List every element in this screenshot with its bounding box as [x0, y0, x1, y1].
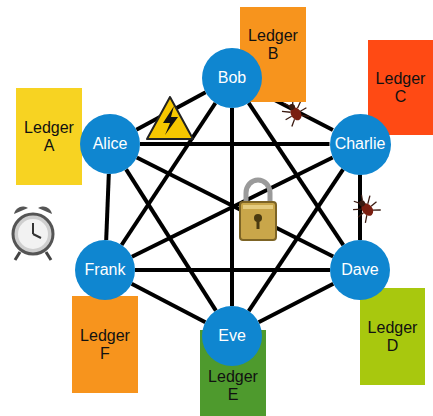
- participant-circle: Charlie: [330, 114, 391, 175]
- network-link: [132, 158, 333, 257]
- participant-name: Dave: [341, 261, 378, 279]
- bug-icon: [348, 190, 382, 224]
- ledger-box: Ledger F: [72, 296, 138, 393]
- ledger-box: Ledger D: [360, 288, 425, 385]
- network-link: [135, 268, 330, 272]
- participant-name: Eve: [218, 327, 246, 345]
- participant-name: Frank: [85, 261, 126, 279]
- network-link: [106, 174, 109, 240]
- ledger-label: Ledger F: [77, 327, 133, 363]
- participant-circle: Frank: [75, 240, 135, 300]
- ledger-box: Ledger A: [16, 88, 82, 185]
- participant-circle: Bob: [202, 48, 262, 108]
- network-link: [140, 142, 330, 146]
- network-link: [126, 169, 216, 310]
- ledger-label: Ledger C: [373, 70, 429, 106]
- ledger-label: Ledger E: [205, 368, 261, 404]
- ledger-label: Ledger D: [365, 319, 421, 355]
- participant-circle: Alice: [80, 114, 140, 174]
- participant-circle: Dave: [330, 240, 390, 300]
- participant-circle: Eve: [202, 306, 262, 366]
- participant-name: Bob: [218, 69, 246, 87]
- padlock: [240, 180, 276, 240]
- participant-name: Alice: [93, 135, 128, 153]
- network-link: [259, 284, 334, 323]
- participant-name: Charlie: [335, 135, 386, 153]
- warning-sign: [147, 97, 193, 139]
- ledger-label: Ledger A: [21, 119, 77, 155]
- alarm-clock: [13, 206, 53, 260]
- network-link: [132, 284, 206, 322]
